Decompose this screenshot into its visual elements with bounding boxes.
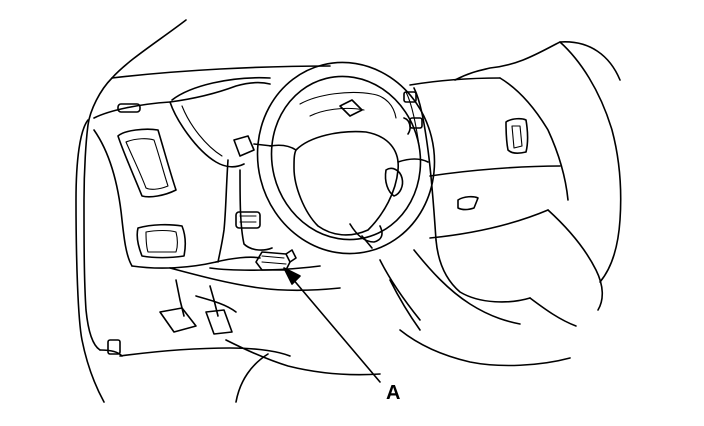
left-air-vent xyxy=(117,128,177,198)
right-vent-inner xyxy=(511,125,523,149)
right-dash-edge-inner xyxy=(405,91,421,153)
fuse-box-top xyxy=(261,255,287,265)
left-door-panel xyxy=(75,119,105,403)
dash-upper-contour xyxy=(93,81,271,119)
steering-button-cluster xyxy=(384,167,404,197)
accelerator-pedal xyxy=(205,309,233,335)
floor-tunnel xyxy=(379,259,421,331)
left-switch-panel xyxy=(136,223,187,259)
floor-outline xyxy=(119,347,291,357)
instrument-cluster xyxy=(299,91,397,119)
floor-front xyxy=(225,339,381,376)
seat-front-curve xyxy=(235,353,269,403)
callout-leader-line xyxy=(291,277,381,383)
right-door-edge xyxy=(559,41,622,283)
right-dash-top xyxy=(409,77,501,86)
dash-lower-sweep xyxy=(93,129,133,267)
instrument-hood xyxy=(169,76,271,168)
left-switch-panel-inner xyxy=(145,229,179,253)
lower-left-trim xyxy=(99,349,123,357)
right-dash-switch-mid xyxy=(409,117,423,129)
column-switch xyxy=(235,211,261,229)
steering-hub-spoke-right xyxy=(397,158,429,163)
floor-right xyxy=(399,329,571,367)
column-cover-lower xyxy=(239,169,273,251)
pedal-floor-line xyxy=(195,295,237,313)
left-air-vent-inner xyxy=(125,138,169,190)
instrument-hood-inner xyxy=(181,105,223,157)
column-cover-left xyxy=(217,159,229,263)
pedal-arm-left xyxy=(175,279,185,317)
knee-panel-edge xyxy=(131,261,217,269)
left-dash-outline xyxy=(83,77,113,351)
glovebox-outline xyxy=(429,209,549,239)
turn-signal-stalk xyxy=(233,135,255,157)
seat-base xyxy=(413,249,521,325)
right-dash-edge xyxy=(413,87,437,241)
right-dash-slot xyxy=(457,195,479,211)
stalk-arm xyxy=(253,143,273,147)
callout-label-a: A xyxy=(386,382,401,404)
knee-bolster xyxy=(209,256,321,271)
brake-pedal xyxy=(159,307,197,333)
callout-arrowhead xyxy=(283,267,301,285)
right-windshield-edge xyxy=(454,41,621,81)
under-dash-line xyxy=(169,267,341,292)
dash-right-contour xyxy=(499,77,569,201)
fuse-box-component xyxy=(255,251,291,271)
console-side xyxy=(435,239,531,303)
steering-button-right xyxy=(403,117,411,135)
passenger-seat-edge xyxy=(547,209,604,311)
steering-hub-spoke-left xyxy=(269,144,297,151)
windshield-edge xyxy=(111,19,187,79)
steering-hub-lower xyxy=(349,223,383,243)
right-vent xyxy=(505,117,529,155)
instrument-cluster-lower xyxy=(309,107,365,117)
steering-wheel-rim xyxy=(256,61,436,255)
fuse-box-tab xyxy=(285,249,297,263)
center-console-edge xyxy=(429,165,561,177)
steering-wheel-hub xyxy=(293,130,399,236)
dash-top-slot xyxy=(117,103,141,113)
steering-hub-spoke-lower xyxy=(361,235,373,249)
dash-top-line xyxy=(111,65,331,79)
left-floor-clip xyxy=(107,339,121,355)
column-switch-detail xyxy=(239,215,257,223)
right-dash-switch-top xyxy=(403,91,417,103)
lower-right-contour xyxy=(529,297,577,327)
